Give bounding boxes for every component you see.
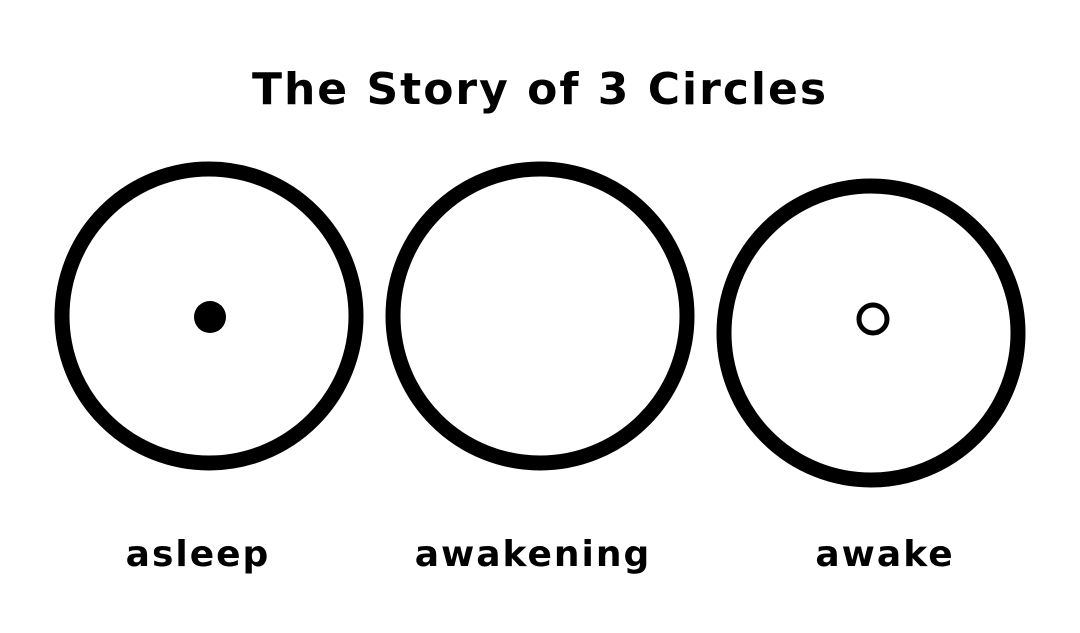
outer-circle-awakening	[385, 161, 695, 471]
stage-awakening	[385, 161, 695, 471]
label-asleep: asleep	[125, 534, 271, 575]
stage-asleep	[54, 161, 364, 471]
outer-circle-asleep	[54, 161, 364, 471]
center-dot-hollow	[856, 302, 890, 336]
label-awake: awake	[815, 534, 955, 575]
label-awakening: awakening	[414, 534, 652, 575]
outer-circle-awake	[716, 178, 1026, 488]
diagram-title: The Story of 3 Circles	[251, 64, 829, 115]
stage-awake	[716, 178, 1026, 488]
center-dot-filled	[194, 301, 226, 333]
